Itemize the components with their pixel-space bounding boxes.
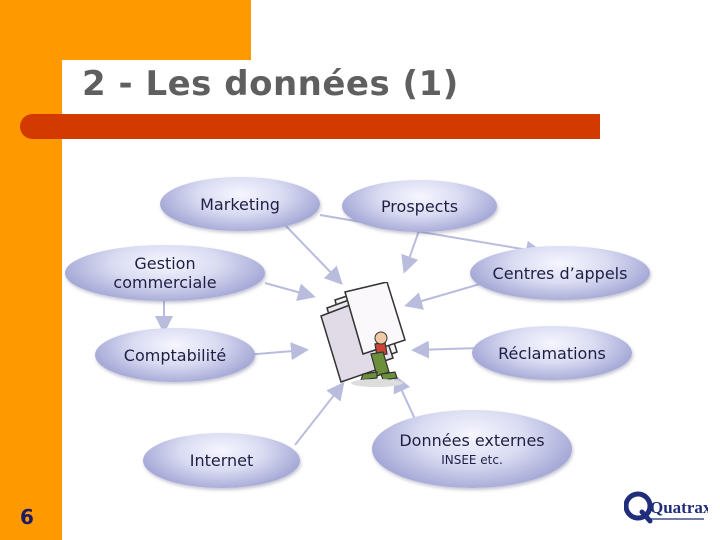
node-prospects: Prospects [342,180,497,232]
slide-number: 6 [20,505,34,529]
corner-curve [62,60,251,122]
arrow-prospects [401,227,421,274]
node-gestion-label-line1: Gestion [134,254,196,273]
node-comptabilite-label: Comptabilité [123,345,227,365]
arrow-marketing [284,224,343,285]
node-marketing-label: Marketing [200,194,280,214]
quatrax-logo: Quatrax [624,491,708,524]
node-centres-appels: Centres d’appels [470,246,650,300]
node-externes-sublabel: INSEE etc. [441,452,503,467]
paper-stack-person-icon [320,282,406,387]
node-comptabilite: Comptabilité [95,328,255,382]
top-band [0,0,251,60]
node-internet-label: Internet [189,451,254,470]
node-centres-label: Centres d’appels [492,263,628,283]
arrow-centres [404,283,481,310]
node-externes-label: Données externes [399,430,545,450]
sidebar-band [0,0,62,540]
arrow-reclamations [411,340,481,359]
logo-text: Quatrax [650,498,708,517]
node-reclamations-label: Réclamations [498,343,606,363]
title-underline-bar [20,114,600,139]
node-gestion-commerciale: Gestion commerciale [65,245,265,301]
node-prospects-label: Prospects [380,196,459,216]
arrow-gestion [264,282,316,301]
page-title: 2 - Les données (1) [82,64,459,104]
node-internet: Internet [143,433,300,488]
arrow-internet [294,381,345,446]
node-gestion-label-line2: commerciale [113,273,217,292]
node-marketing: Marketing [160,177,320,231]
node-reclamations: Réclamations [472,326,632,380]
arrow-comptabilite [244,342,309,361]
node-donnees-externes: Données externes INSEE etc. [372,410,572,488]
